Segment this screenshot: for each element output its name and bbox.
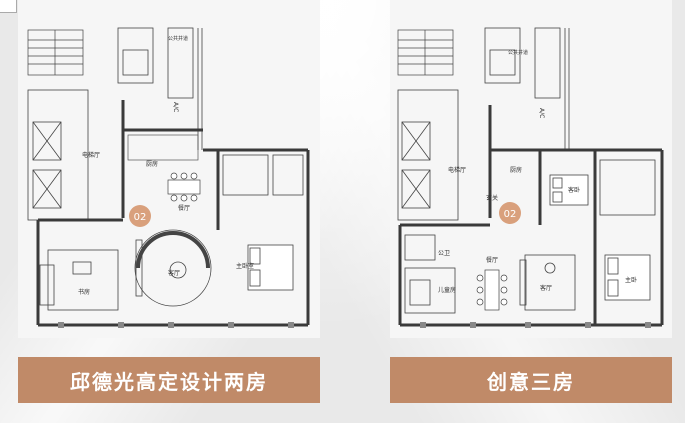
unit-badge [129,205,151,227]
master-bedroom-label: 主卧 [625,276,637,284]
right-caption-banner: 创意三房 [390,357,672,403]
left-floorplan-panel: 公共井道 A/C 电梯厅 厨房 餐 [18,0,320,423]
elevator-hall-label: 电梯厅 [448,166,466,174]
dining-label: 餐厅 [178,204,190,212]
master-bedroom-label: 主卧室 [236,262,254,270]
kids-room-label: 儿童房 [438,286,456,294]
public-shaft-label: 公共井道 [508,49,528,56]
dining-table [476,269,508,311]
guest-bed [549,174,589,206]
ac-label: A/C [172,102,179,112]
study-label: 书房 [78,288,90,296]
living-label: 客厅 [540,284,552,292]
dining-label: 餐厅 [486,256,498,264]
elevator-hall-label: 电梯厅 [82,151,100,159]
public-bath-label: 公卫 [438,250,450,257]
public-shaft-label: 公共井道 [168,35,188,42]
unit-badge [499,202,521,224]
unit-number: 02 [134,212,147,223]
corner-mark [0,0,17,13]
left-floorplan: 公共井道 A/C 电梯厅 厨房 餐 [18,0,320,338]
master-bed [247,244,294,291]
kitchen-label: 厨房 [510,166,522,174]
ac-label: A/C [538,108,545,118]
kitchen-label: 厨房 [146,160,158,168]
right-floorplan-panel: 公共井道 A/C 电梯厅 厨房 玄关 02 客卧 [390,0,672,423]
unit-number: 02 [504,209,517,220]
left-caption-banner: 邱德光高定设计两房 [18,357,320,403]
living-furniture [519,254,576,311]
stairs [397,29,454,76]
living-label: 客厅 [168,269,180,277]
stairs [27,29,84,76]
dining-table [167,172,201,202]
right-floorplan: 公共井道 A/C 电梯厅 厨房 玄关 02 客卧 [390,0,672,338]
living-furniture [134,229,212,307]
bedroom-label: 客卧 [568,186,580,194]
master-bed [604,254,651,301]
entrance-label: 玄关 [486,194,498,202]
right-caption: 创意三房 [487,369,575,394]
left-caption: 邱德光高定设计两房 [70,369,268,394]
